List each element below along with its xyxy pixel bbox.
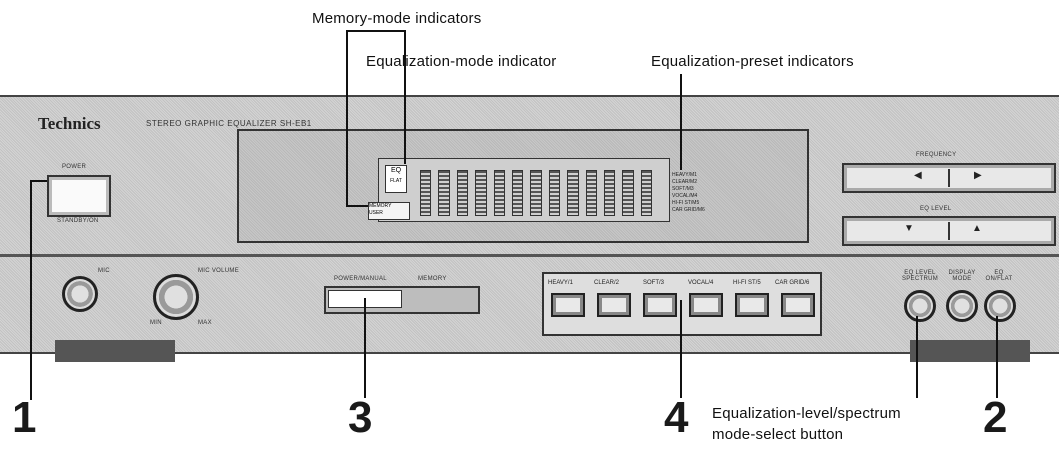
preset-button-label: SOFT/3 [643, 280, 665, 286]
up-arrow-icon: ▲ [972, 223, 982, 234]
spectrum-bar [548, 170, 561, 216]
mic-volume-knob[interactable] [153, 274, 199, 320]
user-indicator-text: USER [369, 210, 383, 216]
preset-button-label: HEAVY/1 [548, 280, 573, 286]
leader-line [680, 300, 682, 398]
preset-vocal-button[interactable] [689, 293, 723, 317]
step-number-2: 2 [983, 393, 1008, 442]
leader-line [346, 205, 368, 207]
eq-level-label-line1: Equalization-level/spectrum [712, 405, 901, 422]
power-button[interactable] [47, 175, 111, 217]
right-arrow-icon: ▶ [974, 170, 982, 181]
min-label: MIN [150, 320, 162, 326]
display-mode-label: DISPLAY MODE [948, 270, 976, 282]
leader-line [404, 30, 406, 164]
eq-mode-indicator: EQ FLAT [385, 165, 407, 193]
step-number-1: 1 [12, 393, 37, 442]
leader-line [916, 316, 918, 398]
step-number-3: 3 [348, 393, 373, 442]
leader-line [996, 316, 998, 398]
leader-line [30, 180, 32, 400]
eq-level-title: EQ LEVEL [920, 206, 952, 212]
eq-mode-label: Equalization-mode indicator [366, 53, 557, 70]
eq-flat-label: EQ ON/FLAT [985, 270, 1013, 282]
spectrum-bar [622, 170, 634, 216]
preset-button-label: HI-FI ST/5 [733, 280, 761, 286]
spectrum-bar [567, 170, 579, 216]
leader-line [30, 180, 47, 182]
left-arrow-icon: ◀ [914, 170, 922, 181]
leader-line [364, 298, 366, 398]
display-mode-button[interactable] [946, 290, 978, 322]
preset-button-label: CAR GRID/6 [775, 280, 810, 286]
eq-level-button[interactable]: ▼ ▲ [842, 216, 1056, 246]
memory-mode-label: Memory-mode indicators [312, 10, 482, 27]
preset-indicator: CAR GRID/M6 [672, 207, 705, 213]
memory-slider-label: MEMORY [418, 276, 447, 282]
right-foot [910, 340, 1030, 362]
preset-indicator: SOFT/M3 [672, 186, 694, 192]
preset-soft-button[interactable] [643, 293, 677, 317]
panel-divider [0, 254, 1059, 257]
spectrum-bar [511, 170, 524, 216]
preset-indicator: HI-FI ST/M5 [672, 200, 700, 206]
eq-flat-button[interactable] [984, 290, 1016, 322]
mic-label: MIC [98, 268, 110, 274]
mic-volume-label: MIC VOLUME [198, 268, 240, 274]
spectrum-bar [585, 170, 597, 216]
preset-car-button[interactable] [781, 293, 815, 317]
spectrum-bar [420, 170, 432, 216]
step-number-4: 4 [664, 393, 689, 442]
spectrum-bars [420, 170, 653, 216]
leader-line [346, 30, 348, 207]
eq-level-label-line2: mode-select button [712, 426, 844, 443]
leader-line [346, 30, 406, 32]
frequency-button[interactable]: ◀ ▶ [842, 163, 1056, 193]
spectrum-bar [438, 170, 450, 216]
down-arrow-icon: ▼ [904, 223, 914, 234]
preset-indicator: VOCAL/M4 [672, 193, 698, 199]
preset-clear-button[interactable] [597, 293, 631, 317]
preset-button-label: CLEAR/2 [594, 280, 620, 286]
memory-indicator-text: MEMORY [369, 203, 392, 209]
power-manual-label: POWER/MANUAL [334, 276, 387, 282]
memory-mode-indicators: MEMORY USER [368, 202, 410, 220]
preset-button-panel [542, 272, 822, 336]
frequency-label: FREQUENCY [916, 152, 957, 158]
preset-indicator: HEAVY/M1 [672, 172, 697, 178]
flat-indicator-text: FLAT [390, 178, 402, 184]
model-name: STEREO GRAPHIC EQUALIZER SH-EB1 [146, 119, 312, 128]
max-label: MAX [198, 320, 212, 326]
leader-line [680, 74, 682, 170]
power-label: POWER [62, 164, 87, 170]
spectrum-bar [530, 170, 542, 216]
preset-indicator: CLEAR/M2 [672, 179, 698, 185]
eq-preset-label: Equalization-preset indicators [651, 53, 854, 70]
eq-preset-indicators: HEAVY/M1 CLEAR/M2 SOFT/M3 VOCAL/M4 HI-FI… [672, 172, 705, 214]
preset-heavy-button[interactable] [551, 293, 585, 317]
eq-indicator-text: EQ [390, 167, 402, 174]
brand-logo: Technics [38, 114, 101, 133]
eq-level-spectrum-button[interactable] [904, 290, 936, 322]
standby-label: STANDBY/ON [57, 218, 99, 224]
eq-level-spectrum-label: EQ LEVEL SPECTRUM [901, 270, 939, 282]
spectrum-bar [640, 170, 653, 216]
spectrum-bar [603, 170, 616, 216]
spectrum-bar [456, 170, 469, 216]
mic-jack[interactable] [62, 276, 98, 312]
preset-button-label: VOCAL/4 [688, 280, 714, 286]
preset-hifi-button[interactable] [735, 293, 769, 317]
left-foot [55, 340, 175, 362]
spectrum-bar [493, 170, 505, 216]
spectrum-bar [475, 170, 487, 216]
memory-slider[interactable] [324, 286, 480, 314]
